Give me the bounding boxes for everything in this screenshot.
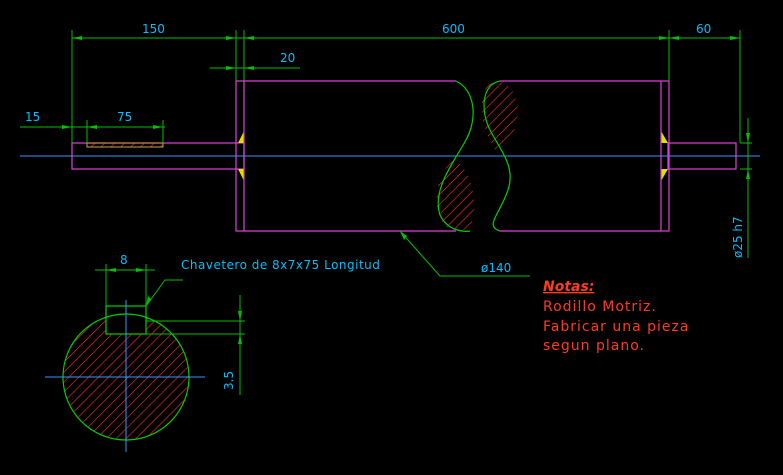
weld-mark bbox=[661, 169, 668, 181]
break-line-right bbox=[483, 80, 511, 232]
break-line-left bbox=[437, 80, 474, 232]
roller-elevation bbox=[20, 80, 760, 232]
keyway-slot bbox=[86, 142, 164, 148]
right-shaft bbox=[667, 142, 737, 170]
dim-8: 8 bbox=[120, 253, 128, 267]
notes-line-3: segun plano. bbox=[543, 338, 645, 354]
notes-block: Notas: Rodillo Motriz. Fabricar una piez… bbox=[543, 279, 689, 354]
left-end-flange bbox=[235, 80, 245, 232]
notes-title: Notas: bbox=[543, 279, 594, 295]
dimensions bbox=[20, 30, 752, 277]
keyway-label: Chavetero de 8x7x75 Longitud bbox=[181, 258, 380, 272]
section-hatch-upper bbox=[481, 81, 518, 154]
weld-mark bbox=[238, 169, 244, 181]
dim-600: 600 bbox=[442, 22, 465, 36]
dimension-arrows bbox=[62, 36, 750, 240]
dim-75: 75 bbox=[117, 110, 132, 124]
dim-dia-140: ø140 bbox=[481, 261, 511, 275]
notes-line-2: Fabricar una pieza bbox=[543, 319, 689, 335]
dim-15: 15 bbox=[25, 110, 40, 124]
dim-dia-25-h7: ø25 h7 bbox=[731, 216, 745, 258]
right-end-flange bbox=[660, 80, 670, 232]
weld-mark bbox=[661, 131, 668, 143]
weld-mark bbox=[238, 131, 244, 143]
dim-150: 150 bbox=[142, 22, 165, 36]
dim-60: 60 bbox=[696, 22, 711, 36]
notes-line-1: Rodillo Motriz. bbox=[543, 299, 657, 315]
shaft-cross-section bbox=[45, 300, 205, 452]
dim-20: 20 bbox=[280, 51, 295, 65]
cross-section-arrows bbox=[106, 268, 242, 344]
dim-3-5: 3.5 bbox=[222, 371, 236, 390]
